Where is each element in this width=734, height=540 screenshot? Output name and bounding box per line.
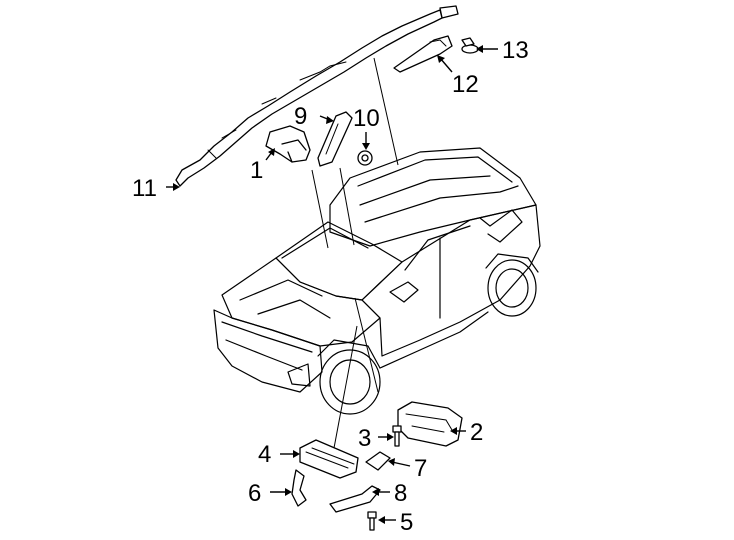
leader-lines [311,57,399,449]
mounting-bracket-6-part [291,469,307,507]
push-pin-part [461,37,479,54]
airbag-module-part [265,125,311,163]
clip-7-part [365,451,391,471]
bolt-3-part [392,425,402,447]
callout-1: 1 [250,157,263,184]
callout-7: 7 [414,455,427,482]
bolt-5-part [367,511,377,531]
seat-airbag-module-part [397,401,463,447]
callout-5: 5 [400,509,413,536]
pillar-airbag-part [317,111,353,167]
bracket-8-part [329,485,381,513]
control-module-part [299,439,359,479]
callout-labels: 11 1 9 10 12 13 2 3 4 7 6 8 5 [132,37,529,536]
callout-6: 6 [248,480,261,507]
bracket-part [393,35,453,73]
callout-10: 10 [353,105,380,132]
nut-clip-part [357,150,373,166]
callout-11: 11 [132,175,157,202]
callout-8: 8 [394,480,407,507]
callout-4: 4 [258,441,271,468]
callout-3: 3 [358,425,371,452]
curtain-airbag-part [175,5,459,187]
vehicle-outline [213,147,541,415]
callout-arrows [166,45,498,524]
callout-12: 12 [452,71,479,98]
callout-9: 9 [294,103,307,130]
callout-2: 2 [470,419,483,446]
callout-13: 13 [502,37,529,64]
